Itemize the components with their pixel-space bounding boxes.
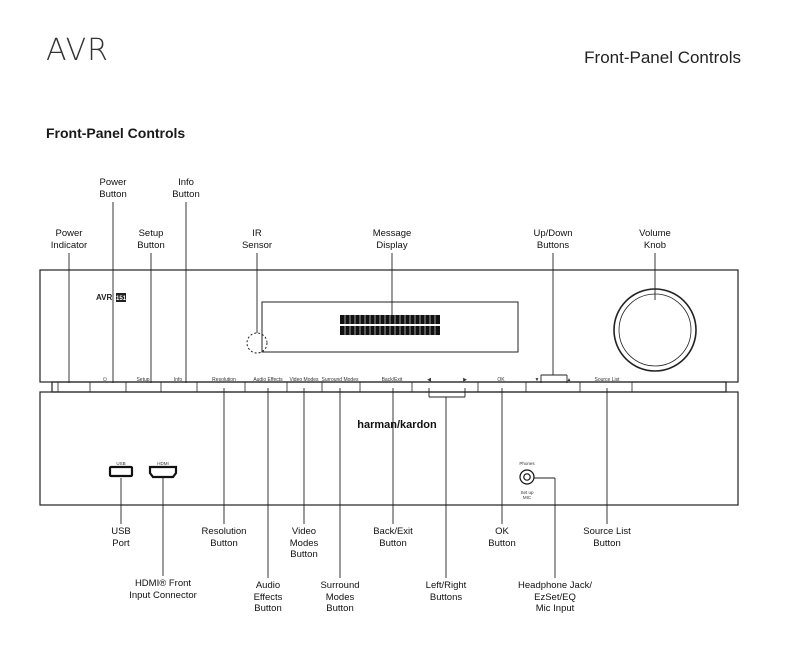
left-arrow-icon[interactable]: ◀ [427,377,431,383]
setup-mic-label: Set up [520,490,534,495]
lower-door [39,391,739,506]
callout-message-display: Message Display [372,228,412,251]
hdmi-port[interactable] [148,465,178,479]
callout-hdmi-front-input: HDMI® Front Input Connector [129,578,197,601]
power-symbol-icon[interactable]: ⏻ [103,377,107,383]
section-header: Front-Panel Controls [584,48,741,67]
phones-label: Phones [519,461,535,466]
usb-label: USB [116,461,125,466]
hdmi-label: HDMI [157,461,169,466]
resolution-button[interactable]: Resolution [212,377,236,383]
callout-setup-button: Setup Button [137,228,165,251]
ir-sensor [246,332,268,354]
callout-power-button: Power Button [99,177,127,200]
usb-port[interactable] [108,465,134,478]
model-number: 151 [116,296,127,302]
callout-video-modes-button: Video Modes Button [289,526,319,560]
headphone-jack-core [523,473,531,481]
mic-label: MIC [523,495,532,500]
callout-back-exit-button: Back/Exit Button [373,526,413,549]
down-arrow-icon[interactable]: ▼ [535,377,540,383]
info-button[interactable]: Info [174,377,183,383]
video-modes-button[interactable]: Video Modes [289,377,319,383]
leader-lines-top [68,202,656,383]
callout-up-down-buttons: Up/Down Buttons [533,228,573,251]
brand-logo: harman/kardon [357,419,437,431]
button-dividers [57,382,633,392]
audio-effects-button[interactable]: Audio Effects [253,377,283,383]
callout-volume-knob: Volume Knob [639,228,671,251]
ok-button[interactable]: OK [497,377,505,383]
headphone-jack[interactable] [519,469,535,485]
callout-headphone-jack: Headphone Jack/ EzSet/EQ Mic Input [518,580,592,614]
source-list-button[interactable]: Source List [594,377,620,383]
setup-button[interactable]: Setup [136,377,149,383]
product-header: AVR [46,33,109,68]
callout-left-right-buttons: Left/Right Buttons [425,580,467,603]
message-display [261,301,519,353]
callout-ir-sensor: IR Sensor [241,228,273,251]
callout-info-button: Info Button [172,177,200,200]
back-exit-button[interactable]: Back/Exit [382,377,403,383]
callout-ok-button: OK Button [488,526,516,549]
volume-knob[interactable] [613,288,697,372]
model-name: AVR [96,293,113,302]
button-strip [51,381,727,393]
callout-surround-modes-button: Surround Modes Button [320,580,360,614]
callout-source-list-button: Source List Button [583,526,631,549]
callout-audio-effects-button: Audio Effects Button [253,580,283,614]
display-segment-grid [344,315,436,335]
model-badge [116,293,126,302]
callout-power-indicator: Power Indicator [50,228,88,251]
volume-knob-inner [618,293,692,367]
callout-resolution-button: Resolution Button [201,526,247,549]
up-arrow-icon[interactable]: ▲ [567,377,572,383]
right-arrow-icon[interactable]: ▶ [463,377,467,383]
leader-lines-bottom [120,388,608,578]
section-title: Front-Panel Controls [46,125,186,141]
callout-usb-port: USB Port [111,526,131,549]
surround-modes-button[interactable]: Surround Modes [322,377,359,383]
